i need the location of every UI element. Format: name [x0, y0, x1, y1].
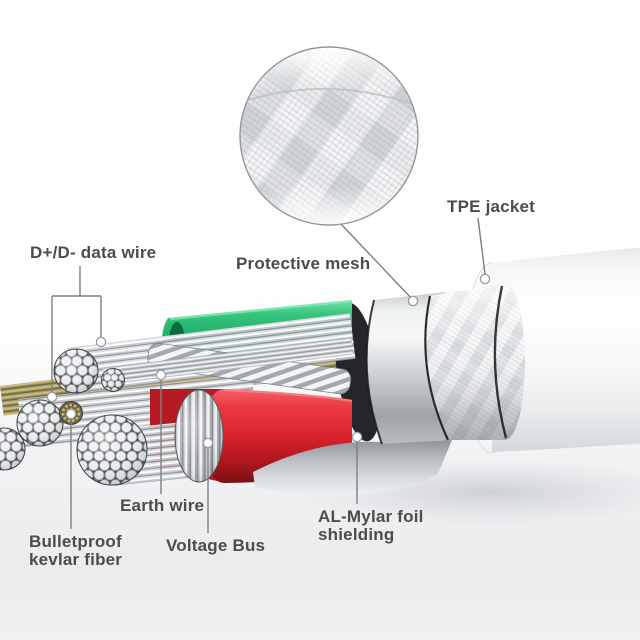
- bundle-earth: [101, 368, 125, 392]
- marker-data-plus: [46, 391, 58, 403]
- label-voltage-bus: Voltage Bus: [166, 536, 266, 555]
- bundle-corner: [0, 427, 26, 471]
- magnifier: [239, 46, 419, 301]
- label-data-wire: D+/D- data wire: [30, 243, 157, 262]
- wire-bundles: [0, 348, 148, 486]
- marker-data-minus: [95, 336, 107, 348]
- foil-underside: [253, 440, 452, 496]
- marker-earth: [155, 369, 167, 381]
- marker-kevlar: [65, 408, 77, 420]
- tpe-leader: [477, 217, 486, 275]
- magnifier-connector-line: [340, 223, 414, 301]
- bundle-data-plus: [16, 399, 64, 447]
- label-al-mylar: AL-Mylar foil shielding: [318, 507, 424, 544]
- annotations: [46, 217, 491, 533]
- bundle-data-minus: [53, 348, 99, 394]
- label-tpe-jacket: TPE jacket: [447, 197, 535, 216]
- protective-mesh-shape: [424, 284, 525, 441]
- marker-mesh: [407, 295, 419, 307]
- label-kevlar: Bulletproof kevlar fiber: [29, 532, 123, 569]
- marker-almylar: [351, 431, 363, 443]
- markers: [46, 273, 491, 449]
- magnifier-ring: [239, 46, 419, 226]
- bundle-main: [76, 414, 148, 486]
- marker-tpe: [479, 273, 491, 285]
- label-earth-wire: Earth wire: [120, 496, 205, 515]
- cable-assembly: [0, 247, 640, 496]
- data-wire-bracket: [51, 266, 102, 392]
- label-protective-mesh: Protective mesh: [236, 254, 371, 273]
- marker-voltage: [202, 437, 214, 449]
